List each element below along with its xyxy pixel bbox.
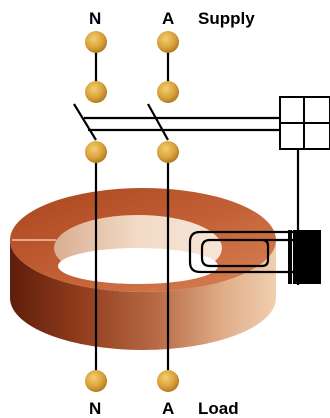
terminal-load-neutral — [85, 370, 107, 392]
core-side — [10, 240, 276, 350]
terminals — [85, 31, 179, 392]
terminal-supply-neutral — [85, 31, 107, 53]
toroidal-core — [10, 188, 276, 350]
terminal-load-active — [157, 370, 179, 392]
label-top-active: A — [162, 9, 175, 28]
sense-coil-inner — [200, 238, 298, 268]
neutral-switch-blade — [73, 103, 97, 141]
terminal-supply-active — [157, 31, 179, 53]
terminal-switch-active-out — [157, 141, 179, 163]
label-bottom-active: A — [162, 399, 175, 418]
terminal-switch-neutral-out — [85, 141, 107, 163]
relay-coil-left-edge — [288, 230, 292, 284]
relay-coil-block — [293, 230, 321, 284]
core-hole-floor — [58, 248, 218, 284]
trip-relay — [279, 96, 330, 150]
label-supply: Supply — [198, 9, 255, 28]
label-top-neutral: N — [89, 9, 102, 28]
label-bottom-neutral: N — [89, 399, 102, 418]
active-switch-blade — [147, 103, 169, 141]
label-load: Load — [198, 399, 239, 418]
sense-coil-outer — [188, 230, 298, 274]
wires — [73, 42, 300, 381]
terminal-switch-active-in — [157, 81, 179, 103]
terminal-switch-neutral-in — [85, 81, 107, 103]
